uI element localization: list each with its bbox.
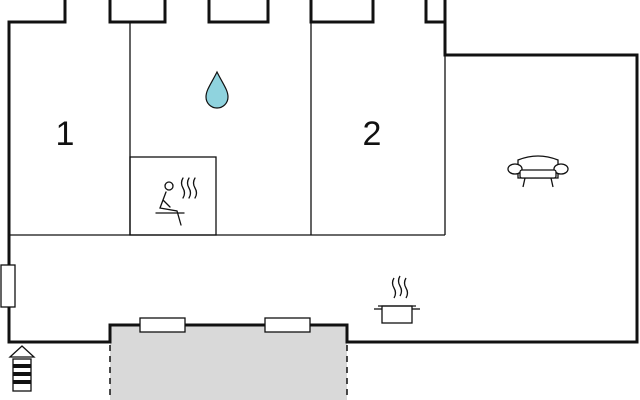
- window-left: [0, 264, 16, 308]
- cooking-pot-icon: [374, 275, 420, 324]
- window-terrace-2: [264, 317, 311, 333]
- room-number-2: 2: [363, 115, 382, 153]
- entrance-arrow-icon: [8, 345, 36, 392]
- window-notch-3: [309, 0, 375, 24]
- window-terrace-1: [139, 317, 186, 333]
- terrace: [110, 325, 347, 400]
- sofa-icon: [507, 155, 569, 188]
- exterior-wall: [7, 0, 639, 344]
- water-drop-icon: [205, 70, 229, 109]
- window-notch-1: [108, 0, 167, 24]
- room-number-1: 1: [56, 115, 75, 153]
- sauna-icon: [155, 177, 198, 226]
- window-notch-2: [207, 0, 270, 24]
- sauna-room: [129, 156, 217, 236]
- wall-top-left: [424, 0, 445, 24]
